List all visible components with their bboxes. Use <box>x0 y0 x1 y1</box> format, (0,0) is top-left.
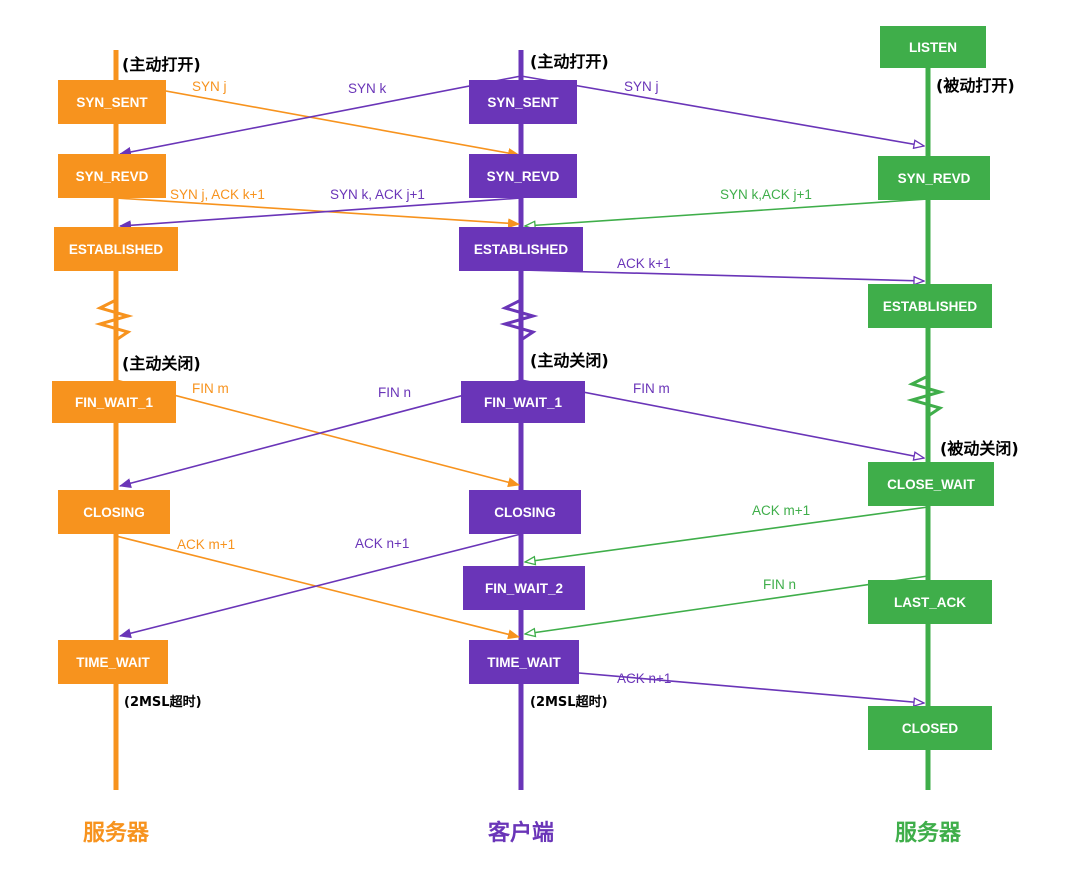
state-box-syn-revd-left <box>58 154 166 198</box>
msg-label: SYN j <box>624 79 659 94</box>
note-active-close-left: (主动关闭) <box>122 354 201 373</box>
arrow-fin-n-purple <box>119 379 522 489</box>
msg-label: FIN m <box>192 381 229 396</box>
state-label: FIN_WAIT_2 <box>485 581 563 596</box>
note-active-open-client: (主动打开) <box>530 52 609 71</box>
state-box-syn-revd-client <box>469 154 577 198</box>
state-label: TIME_WAIT <box>76 655 150 670</box>
state-box-established-client <box>459 227 583 271</box>
msg-label: SYN k, ACK j+1 <box>330 187 425 202</box>
state-box-fin-wait-1-left <box>52 381 176 423</box>
msg-label: FIN n <box>378 385 411 400</box>
state-box-last-ack-right <box>868 580 992 624</box>
state-box-close-wait-right <box>868 462 994 506</box>
state-label: SYN_REVD <box>76 169 149 184</box>
column-label-client: 客户端 <box>488 820 554 846</box>
column-label-server-right: 服务器 <box>895 821 962 846</box>
state-label: CLOSE_WAIT <box>887 477 976 492</box>
state-label: FIN_WAIT_1 <box>75 395 154 410</box>
state-label: LISTEN <box>909 40 957 55</box>
state-box-time-wait-client <box>469 640 579 684</box>
msg-label: ACK k+1 <box>617 256 671 271</box>
arrow-ack-n1-purple-2 <box>520 667 924 703</box>
state-label: SYN_REVD <box>898 171 971 186</box>
msg-label: SYN j, ACK k+1 <box>170 187 265 202</box>
arrow-ack-n1-purple <box>119 533 522 639</box>
msg-label: FIN n <box>763 577 796 592</box>
state-label: ESTABLISHED <box>883 299 978 314</box>
state-label: CLOSED <box>902 721 959 736</box>
column-label-server-left: 服务器 <box>83 821 150 846</box>
arrow-syn-j-purple <box>520 75 924 146</box>
state-box-fin-wait-2-client <box>463 566 585 610</box>
msg-label: ACK m+1 <box>177 537 235 552</box>
note-active-close-client: (主动关闭) <box>530 351 609 370</box>
note-active-open-left: (主动打开) <box>122 55 201 74</box>
arrow-fin-m-orange <box>115 379 520 488</box>
note-2msl-left: (2MSL超时) <box>124 694 202 710</box>
state-label: SYN_SENT <box>76 95 148 110</box>
zigzag-client <box>499 298 539 342</box>
state-label: SYN_REVD <box>487 169 560 184</box>
note-passive-close-right: (被动关闭) <box>940 439 1019 458</box>
state-box-syn-revd-right <box>878 156 990 200</box>
message-arrows <box>115 75 929 703</box>
state-label: LAST_ACK <box>894 595 966 610</box>
state-box-syn-sent-client <box>469 80 577 124</box>
zigzag-server-right <box>906 374 946 418</box>
arrow-ack-m1-green <box>525 506 929 562</box>
state-label: FIN_WAIT_1 <box>484 395 563 410</box>
state-box-established-left <box>54 227 178 271</box>
state-box-syn-sent-left <box>58 80 166 124</box>
arrow-synack-orange <box>115 197 520 229</box>
msg-label: SYN j <box>192 79 227 94</box>
msg-label: ACK m+1 <box>752 503 810 518</box>
msg-label: ACK n+1 <box>355 536 409 551</box>
note-passive-open-right: (被动打开) <box>936 76 1015 95</box>
arrow-ack-k1-purple <box>520 269 924 281</box>
state-box-closing-client <box>469 490 581 534</box>
arrow-synack-purple <box>119 197 522 231</box>
state-box-established-right <box>868 284 992 328</box>
msg-label: SYN k,ACK j+1 <box>720 187 812 202</box>
state-label: CLOSING <box>83 505 145 520</box>
state-box-listen-right <box>880 26 986 68</box>
state-box-time-wait-left <box>58 640 168 684</box>
arrow-synack-green <box>525 198 929 226</box>
state-label: ESTABLISHED <box>474 242 569 257</box>
state-box-closing-left <box>58 490 170 534</box>
state-label: CLOSING <box>494 505 556 520</box>
arrow-fin-n-green <box>525 575 929 634</box>
msg-label: ACK n+1 <box>617 671 671 686</box>
state-box-fin-wait-1-client <box>461 381 585 423</box>
state-label: SYN_SENT <box>487 95 559 110</box>
state-box-closed-right <box>868 706 992 750</box>
arrow-syn-k-purple <box>119 75 522 157</box>
state-label: TIME_WAIT <box>487 655 561 670</box>
msg-label: FIN m <box>633 381 670 396</box>
zigzag-server-left <box>94 298 134 342</box>
state-label: ESTABLISHED <box>69 242 164 257</box>
msg-label: SYN k <box>348 81 387 96</box>
arrow-fin-m-purple <box>520 379 924 458</box>
arrow-syn-j-orange <box>115 81 520 158</box>
note-2msl-client: (2MSL超时) <box>530 694 608 710</box>
